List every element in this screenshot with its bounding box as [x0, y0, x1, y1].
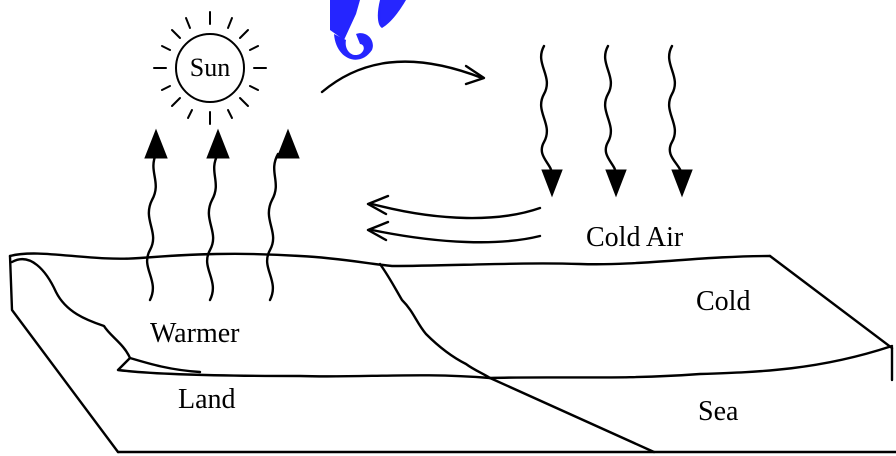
sea-block [490, 256, 892, 452]
land-block [10, 253, 770, 452]
land-label: Land [178, 384, 236, 415]
watermark [330, 0, 406, 60]
cold-label: Cold [696, 286, 750, 317]
rising-arrow-3 [267, 130, 299, 300]
rising-air-arrows [145, 130, 299, 300]
sun: Sun [154, 12, 266, 124]
sinking-arrow-3 [669, 46, 692, 196]
sun-label: Sun [190, 53, 230, 82]
sea-breeze-arrows [368, 196, 540, 242]
cold-air-label: Cold Air [586, 222, 684, 253]
rising-arrow-1 [145, 130, 167, 300]
sinking-arrow-2 [605, 46, 626, 196]
rising-arrow-2 [207, 130, 229, 300]
upper-circulation-arrow [322, 62, 484, 92]
warmer-label: Warmer [150, 318, 240, 349]
sea-label: Sea [698, 396, 739, 427]
sinking-arrow-1 [541, 46, 562, 196]
sinking-air-arrows [541, 46, 692, 196]
